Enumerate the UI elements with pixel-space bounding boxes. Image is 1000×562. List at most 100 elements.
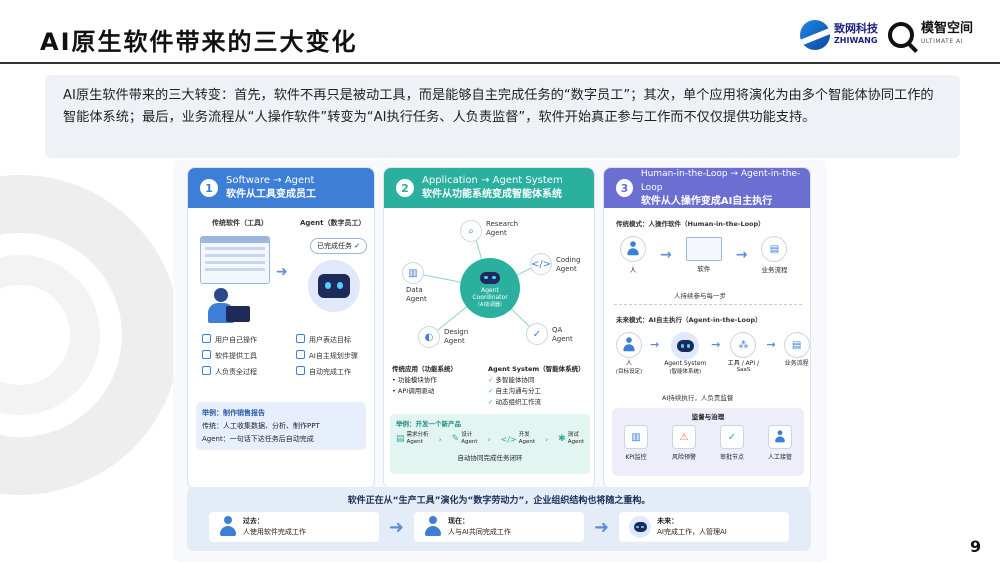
warning-icon: ⚠	[671, 425, 696, 449]
arrow-right-icon: ➜	[388, 516, 404, 538]
magnifier-logo-icon	[888, 22, 914, 48]
example-line: 传统：人工收集数据、分析、制作PPT	[202, 422, 320, 430]
governance-item: ✓审批节点	[719, 425, 744, 461]
network-icon: ⁂	[730, 332, 757, 358]
evolution-stages: 过去：人使用软件完成工作 ➜ 现在：人与AI共同完成工作 ➜ 未来：AI完成工作…	[187, 512, 811, 542]
flow-node: Agent System (智能体系统)	[663, 332, 707, 375]
robot-icon	[308, 260, 360, 312]
column1-title-cn: 软件从工具变成员工	[226, 189, 316, 200]
person-icon	[616, 332, 642, 358]
agent-list: 用户表达目标 AI自主规划步骤 自动完成工作	[296, 332, 358, 380]
arrow-right-icon: →	[650, 338, 660, 351]
plan-icon	[296, 350, 305, 359]
robot-icon	[629, 516, 652, 538]
code-icon: </>	[530, 253, 552, 275]
future-mode-label: 未来模式：AI自主执行（Agent-in-the-Loop）	[616, 316, 762, 324]
list-item: 用户表达目标	[296, 332, 358, 348]
list-item: 软件提供工具	[202, 348, 257, 364]
column-software-to-agent: 1 Software → Agent 软件从工具变成员工 传统软件（工具） Ag…	[187, 167, 375, 489]
hub-label: Coordinator	[472, 293, 508, 301]
arrow-right-icon: →	[711, 338, 721, 351]
future-caption: AI持续执行，人负责监督	[662, 394, 734, 402]
stage-future: 未来：AI完成工作，人管理AI	[619, 512, 790, 542]
column-hitl-to-aitl: 3 Human-in-the-Loop → Agent-in-the-Loop …	[603, 167, 811, 489]
column1-header: 1 Software → Agent 软件从工具变成员工	[188, 168, 374, 208]
column3-title-cn: 软件从人操作变成AI自主执行	[640, 196, 773, 207]
column3-header: 3 Human-in-the-Loop → Agent-in-the-Loop …	[604, 168, 810, 208]
zhiwang-logo: 致网科技 ZHIWANG	[800, 20, 878, 50]
arrow-right-icon: →	[660, 247, 672, 263]
flow-node: 软件	[685, 237, 722, 273]
zhiwang-logo-cn: 致网科技	[834, 22, 878, 35]
traditional-software-heading: 传统软件（工具）	[212, 219, 268, 227]
example-line: Agent：一句话下达任务后自动完成	[202, 435, 314, 443]
list-item: ✓ 自主沟通与分工	[488, 387, 542, 395]
flow-node: ⁂ 工具 / API / SaaS	[724, 332, 762, 373]
approval-icon: ✓	[719, 425, 744, 449]
stage-past: 过去：人使用软件完成工作	[208, 512, 379, 542]
page-number: 9	[970, 537, 982, 556]
column1-title-en: Software → Agent	[226, 175, 315, 186]
example-title: 举例：开发一个新产品	[396, 420, 461, 428]
arrow-right-icon: →	[766, 338, 776, 351]
zhiwang-logo-icon	[800, 20, 830, 50]
clipboard-icon: ▤	[761, 236, 788, 262]
palette-icon: ◐	[418, 326, 440, 348]
document-icon: ▤	[396, 434, 405, 444]
target-icon	[296, 334, 305, 343]
list-item: • 功能模块协作	[392, 376, 437, 384]
traditional-list: 用户自己操作 软件提供工具 人负责全过程	[202, 332, 257, 380]
person-laptop-icon	[208, 288, 252, 328]
list-item: AI自主规划步骤	[296, 348, 358, 364]
shield-icon: ✓	[526, 323, 548, 345]
column1-number: 1	[200, 179, 218, 197]
list-item: 用户自己操作	[202, 332, 257, 348]
agent-system-title: Agent System（智能体系统）	[488, 365, 585, 373]
list-item: ✓ 动态组织工作流	[488, 398, 542, 406]
governance-item: ▥KPI监控	[623, 425, 648, 461]
software-window-icon	[200, 236, 270, 284]
traditional-app-box: 传统应用（功能系统） • 功能模块协作 • API调用驱动	[392, 364, 488, 397]
flow-caption: 自动协同完成任务闭环	[457, 454, 523, 462]
column-application-to-agent-system: 2 Application → Agent System 软件从功能系统变成智能…	[383, 167, 595, 489]
traditional-caption: 人持续参与每一步	[674, 292, 726, 300]
hub-label: （AI协调器）	[475, 301, 505, 308]
title-divider	[0, 62, 1000, 64]
clipboard-icon: ▤	[783, 332, 810, 358]
stage-present: 现在：人与AI共同完成工作	[414, 512, 584, 542]
governance-item: 人工接管	[767, 425, 792, 461]
governance-items: ▥KPI监控 ⚠风险预警 ✓审批节点 人工接管	[612, 425, 804, 461]
list-item: ✓ 多智能体协同	[488, 376, 535, 384]
flow-node: 人	[620, 236, 646, 274]
traditional-flow: 人 → 软件 → ▤ 业务流程	[620, 236, 788, 274]
column2-title-cn: 软件从功能系统变成智能体系统	[422, 189, 562, 200]
clock-icon	[296, 366, 305, 375]
person-icon	[767, 425, 792, 449]
task-done-badge: 已完成任务 ✓	[310, 238, 368, 254]
robot-icon	[479, 269, 501, 287]
governance-title: 监督与治理	[691, 413, 725, 421]
column2-header: 2 Application → Agent System 软件从功能系统变成智能…	[384, 168, 594, 208]
bug-icon: ✱	[558, 434, 566, 444]
section-divider	[614, 304, 802, 305]
people-icon	[424, 516, 442, 538]
mozhi-logo-cn: 模智空间	[921, 21, 974, 36]
column3-number: 3	[616, 179, 633, 197]
example-title: 举例：制作销售报告	[202, 409, 265, 417]
flow-node: ▤ 业务流程	[780, 332, 810, 367]
governance-item: ⚠风险预警	[671, 425, 696, 461]
search-icon: ⌕	[460, 220, 482, 242]
evolution-panel: 软件正在从“生产工具”演化为“数字劳动力”，企业组织结构也将随之重构。 过去：人…	[187, 487, 811, 551]
robot-icon	[671, 332, 700, 360]
future-flow: 人 (目标设定) → Agent System (智能体系统) → ⁂ 工具 /…	[612, 332, 810, 375]
agent-coordinator-hub: Agent Coordinator （AI协调器）	[460, 258, 520, 318]
person-icon	[620, 236, 646, 262]
